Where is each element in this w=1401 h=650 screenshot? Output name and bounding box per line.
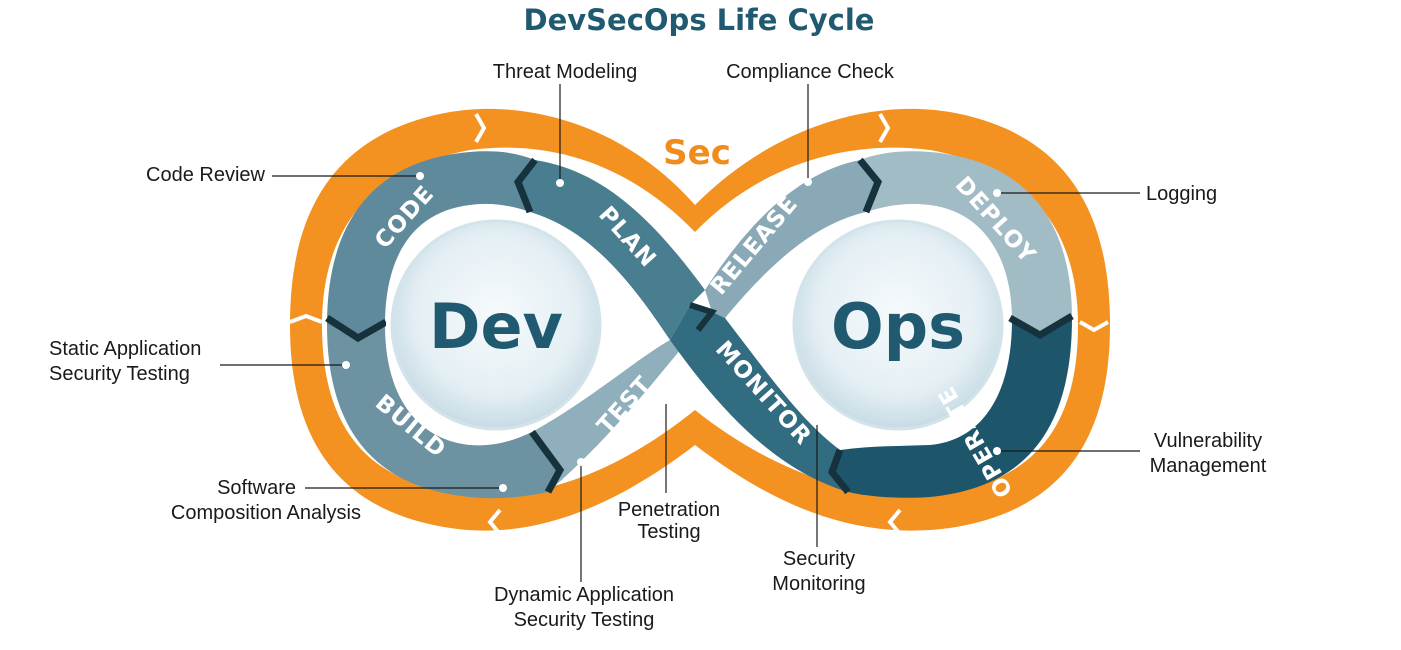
callout-sast-line1: Static Application: [49, 338, 201, 360]
callout-pentest-line2: Testing: [637, 521, 700, 543]
segment-release: [705, 160, 878, 318]
lifecycle-segments: [325, 151, 1074, 499]
segment-code: [327, 151, 535, 340]
segment-test: [532, 305, 712, 492]
ops-label: Ops: [831, 290, 965, 363]
callout-secmon-line1: Security: [783, 548, 855, 570]
callout-threat-modeling: Threat Modeling: [493, 61, 638, 83]
callout-logging: Logging: [1146, 183, 1217, 205]
callout-sast-line2: Security Testing: [49, 363, 190, 385]
callout-sca-line2: Composition Analysis: [171, 502, 361, 524]
callout-vuln-line2: Management: [1150, 455, 1267, 477]
callout-vuln-line1: Vulnerability: [1154, 430, 1262, 452]
callout-code-review: Code Review: [146, 164, 266, 186]
callout-secmon-line2: Monitoring: [772, 573, 865, 595]
ops-hub: Ops: [788, 215, 1008, 435]
dev-label: Dev: [429, 290, 563, 363]
diagram-title: DevSecOps Life Cycle: [524, 3, 875, 37]
callout-compliance-check: Compliance Check: [726, 61, 895, 83]
callout-dast-line2: Security Testing: [514, 609, 655, 631]
callout-sca-line1: Software: [217, 477, 296, 499]
segment-operate: [832, 318, 1072, 498]
segment-monitor: [670, 305, 848, 492]
segment-plan: [518, 160, 705, 340]
sec-label: Sec: [663, 133, 731, 173]
callout-leaders: [220, 84, 1140, 582]
dev-hub: Dev: [386, 215, 606, 435]
segment-build: [327, 325, 560, 499]
callout-dast-line1: Dynamic Application: [494, 584, 674, 606]
segment-deploy: [860, 151, 1072, 335]
callout-pentest-line1: Penetration: [618, 499, 720, 521]
